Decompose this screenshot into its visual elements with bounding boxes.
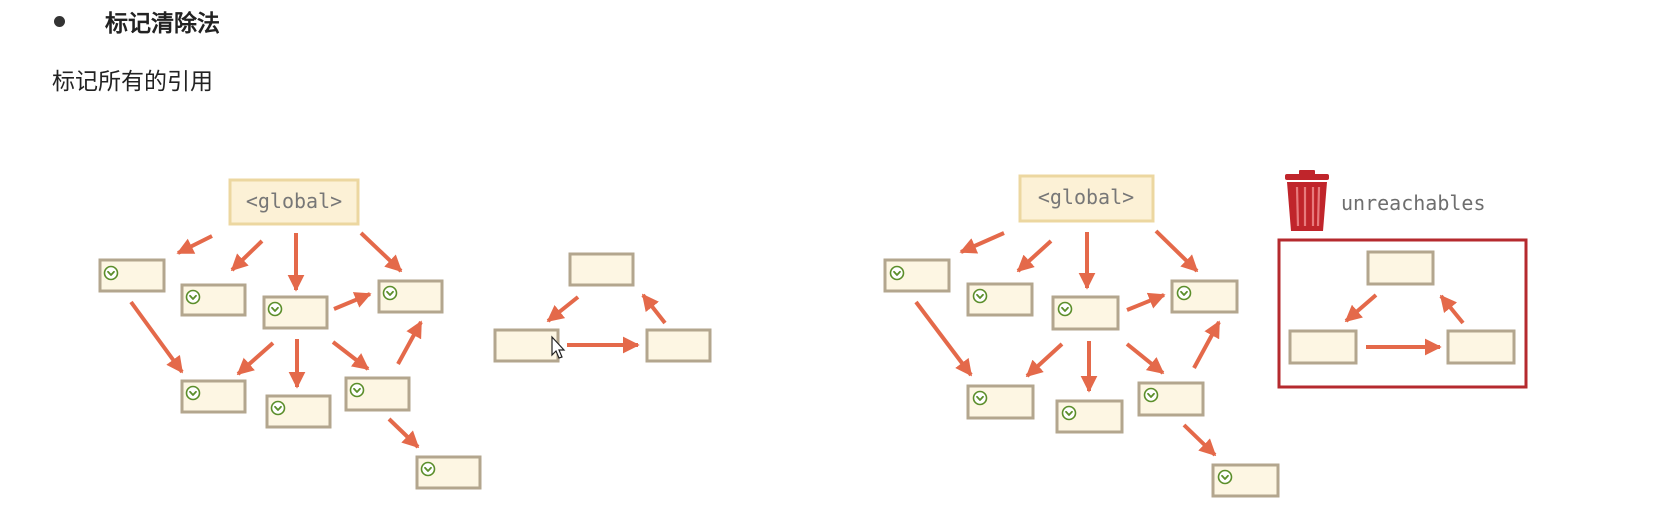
check-circle-icon: [1061, 405, 1077, 421]
section-heading: 标记清除法: [54, 4, 220, 38]
reference-arrow: [641, 293, 667, 325]
reference-arrow: [359, 231, 403, 273]
check-circle-icon: [270, 400, 286, 416]
check-circle-icon: [972, 390, 988, 406]
object-node-marked: [265, 394, 332, 429]
reference-arrow: [331, 340, 370, 371]
reference-arrow: [959, 231, 1005, 254]
object-node-marked: [180, 379, 247, 414]
global-root-box: [228, 178, 360, 226]
global-root-label: <global>: [1038, 185, 1134, 209]
check-circle-icon: [889, 265, 905, 281]
object-node-marked: [98, 258, 166, 293]
unreachables-frame: [1277, 238, 1528, 389]
object-node-unmarked: [1446, 329, 1516, 365]
object-node-marked: [377, 279, 444, 314]
check-circle-icon: [1057, 301, 1073, 317]
object-node-marked: [966, 384, 1035, 420]
reference-arrow: [1344, 293, 1378, 323]
right-diagram: <global> unreachables: [883, 170, 1528, 498]
reference-arrow: [396, 320, 423, 365]
reference-arrow: [1154, 229, 1199, 273]
check-circle-icon: [1217, 469, 1233, 485]
section-description: 标记所有的引用: [52, 69, 213, 95]
reference-arrow: [236, 341, 275, 376]
check-circle-icon: [103, 265, 119, 281]
global-root-label: <global>: [246, 189, 342, 213]
object-node-marked: [966, 282, 1034, 317]
unreachables-label: unreachables: [1341, 191, 1486, 215]
object-node-marked: [1055, 399, 1124, 434]
object-node-marked: [344, 376, 411, 412]
object-node-marked: [180, 283, 247, 317]
trash-can-icon: [1285, 170, 1329, 231]
check-circle-icon: [185, 289, 201, 305]
reference-arrow: [387, 417, 420, 449]
reference-arrow: [546, 295, 580, 323]
object-node-unmarked: [493, 328, 560, 363]
check-circle-icon: [420, 461, 436, 477]
object-node-marked: [1170, 279, 1239, 314]
object-node-unmarked: [645, 328, 712, 363]
object-node-marked: [1211, 463, 1280, 498]
reference-arrow: [1192, 320, 1221, 369]
object-node-marked: [415, 455, 482, 490]
reference-arrow: [1182, 423, 1217, 457]
object-node-marked: [883, 258, 951, 293]
bullet-icon: [54, 15, 65, 27]
reference-arrow: [230, 239, 264, 272]
section-title: 标记清除法: [105, 11, 220, 37]
reference-arrow: [1126, 292, 1166, 312]
reference-arrow: [1439, 294, 1465, 325]
reference-arrow: [1125, 342, 1165, 375]
object-node-unmarked: [1288, 329, 1358, 365]
reference-arrow: [1025, 342, 1064, 378]
object-node-marked: [1051, 295, 1120, 331]
object-node-unmarked: [1366, 250, 1435, 286]
object-node-marked: [262, 295, 329, 330]
check-circle-icon: [1143, 387, 1159, 403]
reference-arrow: [333, 292, 372, 311]
check-circle-icon: [382, 285, 398, 301]
object-node-marked: [1137, 381, 1205, 417]
check-circle-icon: [1176, 285, 1192, 301]
object-node-unmarked: [568, 252, 635, 287]
left-diagram: <global>: [98, 178, 712, 490]
global-root-box: [1018, 174, 1155, 223]
reference-arrow: [129, 300, 184, 374]
check-circle-icon: [972, 288, 988, 304]
reference-arrow: [914, 300, 973, 377]
check-circle-icon: [267, 301, 283, 317]
mouse-cursor-icon: [551, 335, 566, 359]
check-circle-icon: [349, 382, 365, 398]
reference-arrow: [1016, 239, 1053, 273]
check-circle-icon: [185, 385, 201, 401]
reference-arrow: [176, 234, 213, 255]
